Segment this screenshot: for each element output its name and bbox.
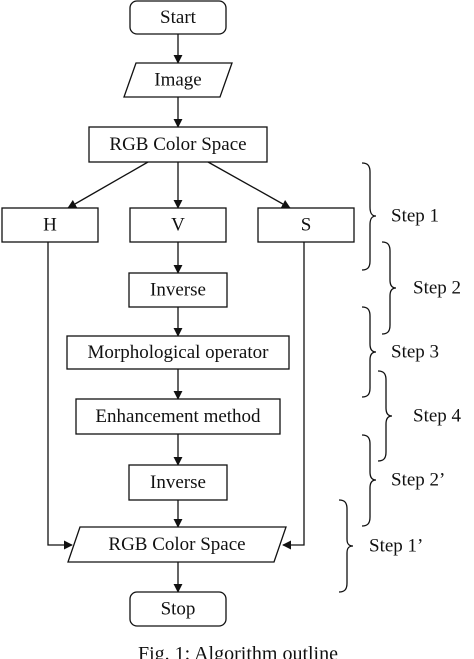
- node-h: H: [1, 207, 99, 243]
- brace-step4: [377, 370, 393, 462]
- stop-label: Stop: [161, 599, 196, 620]
- flow-connectors: [47, 34, 305, 593]
- enhance-label: Enhancement method: [95, 406, 261, 427]
- v-label: V: [171, 215, 185, 236]
- node-image: Image: [123, 62, 233, 98]
- brace-step2: [381, 241, 397, 335]
- node-stop: Stop: [129, 591, 227, 627]
- image-io-shape: [123, 62, 233, 98]
- node-s: S: [257, 207, 355, 243]
- s-box: [257, 207, 355, 243]
- node-inverse-2: Inverse: [128, 464, 228, 501]
- morph-box: [66, 335, 290, 370]
- step2p-label: Step 2’: [391, 470, 445, 491]
- arrow-h-rgb: [47, 242, 73, 550]
- morph-label: Morphological operator: [88, 342, 270, 363]
- enhance-box: [75, 398, 281, 435]
- start-terminator: [129, 0, 227, 35]
- h-label: H: [43, 215, 57, 236]
- arrow-rgb-h: [67, 161, 149, 209]
- rgb-in-label: RGB Color Space: [109, 134, 246, 155]
- node-inverse-1: Inverse: [128, 272, 228, 308]
- arrow-rgb-s: [207, 161, 291, 209]
- node-v: V: [129, 207, 227, 243]
- step1-label: Step 1: [391, 206, 439, 227]
- figure-caption: Fig. 1: Algorithm outline: [138, 643, 338, 659]
- h-box: [1, 207, 99, 243]
- step-braces: [338, 162, 397, 593]
- node-morph: Morphological operator: [66, 335, 290, 370]
- inverse-2-label: Inverse: [150, 472, 206, 493]
- rgb-in-box: [88, 126, 268, 163]
- rgb-out-io-shape: [67, 526, 287, 563]
- node-start: Start: [129, 0, 227, 35]
- arrow-s-rgb: [282, 242, 305, 550]
- start-label: Start: [160, 7, 197, 28]
- step4-label: Step 4: [413, 406, 462, 427]
- step3-label: Step 3: [391, 342, 439, 363]
- brace-step1p: [338, 499, 354, 593]
- inverse-1-box: [128, 272, 228, 308]
- brace-step1: [361, 162, 377, 271]
- brace-step2p: [361, 434, 377, 527]
- node-rgb-out: RGB Color Space: [67, 526, 287, 563]
- rgb-out-label: RGB Color Space: [108, 534, 245, 555]
- s-label: S: [301, 215, 312, 236]
- step2-label: Step 2: [413, 278, 461, 299]
- image-label: Image: [154, 70, 201, 91]
- inverse-2-box: [128, 464, 228, 501]
- inverse-1-label: Inverse: [150, 280, 206, 301]
- node-enhance: Enhancement method: [75, 398, 281, 435]
- step-labels: Step 1 Step 2 Step 3 Step 4 Step 2’ Step…: [369, 206, 462, 557]
- brace-step3: [361, 306, 377, 398]
- step1p-label: Step 1’: [369, 536, 423, 557]
- node-rgb-in: RGB Color Space: [88, 126, 268, 163]
- v-box: [129, 207, 227, 243]
- stop-terminator: [129, 591, 227, 627]
